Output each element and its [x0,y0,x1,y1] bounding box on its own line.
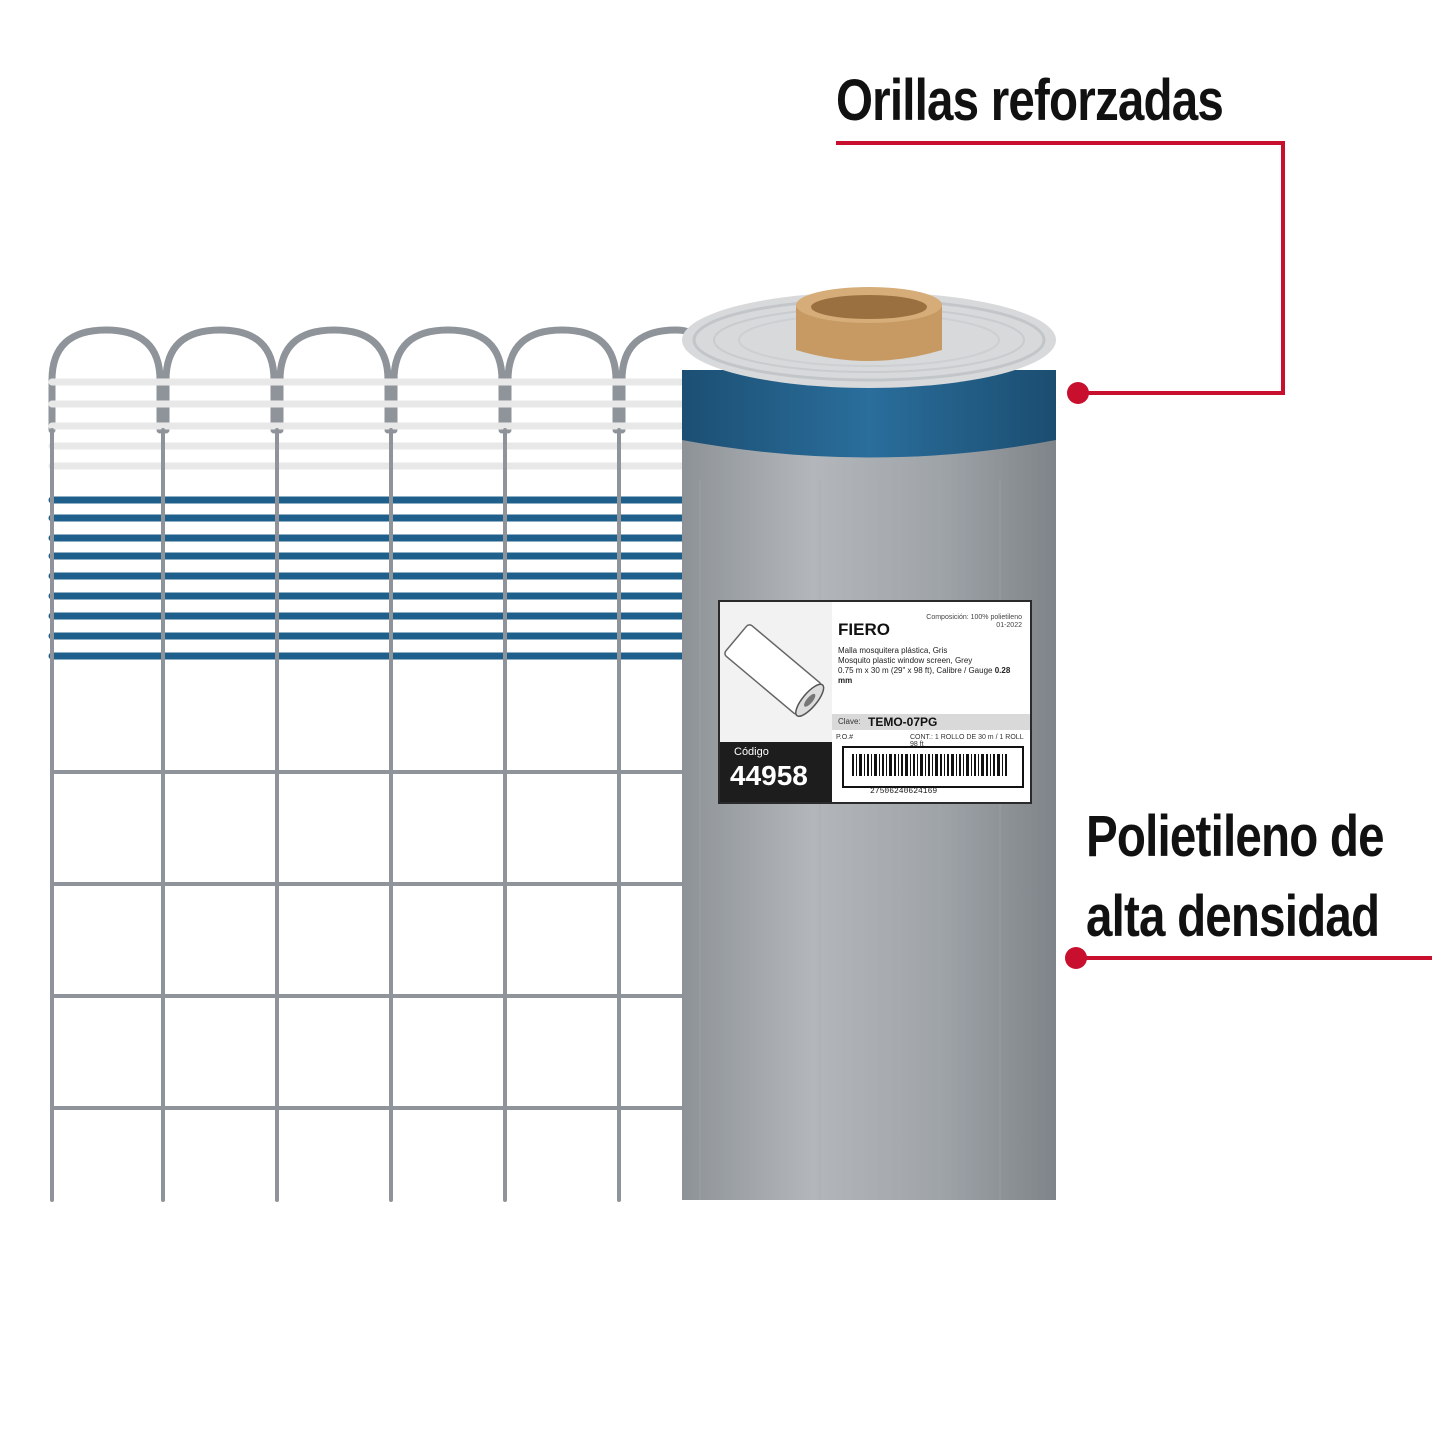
product-code-box: Código 44958 [720,742,832,802]
callout-reinforced-edges-text: Orillas reforzadas [836,68,1224,133]
size-text: 0.75 m x 30 m (29" x 98 ft), Calibre / G… [838,666,993,675]
barcode-number: 27506240624169 [870,787,938,796]
date-text: 01-2022 [996,622,1022,630]
clave-bar: Clave: TEMO-07PG [832,714,1030,730]
composition-text: Composición: 100% polietileno [926,614,1022,621]
callout-material-text-line1: Polietileno de [1086,804,1385,869]
product-description: Malla mosquitera plástica, Gris Mosquito… [838,646,1024,686]
label-image-panel: Código 44958 [720,602,832,802]
callout-dot-icon [1065,947,1087,969]
blue-edge-strands [48,496,704,660]
brand-bar: FIERO Composición: 100% polietileno 01-2… [832,610,1028,640]
callout-reinforced-edges [836,141,1285,404]
brand-logo: FIERO [838,620,890,639]
description-es: Malla mosquitera plástica, Gris [838,646,948,655]
white-strands [48,378,704,470]
gauge-text: 0.28 mm [838,666,1011,685]
product-code: 44958 [730,760,808,791]
product-code-title: Código [734,746,769,758]
clave-value: TEMO-07PG [868,715,938,729]
callout-material [1065,947,1432,969]
clave-label: Clave: [838,717,861,726]
callout-dot-icon [1067,382,1089,404]
po-label: P.O.# [836,734,853,741]
contents-text: CONT.: 1 ROLLO DE 30 m / 1 ROLL 98 ft [910,734,1024,748]
barcode-icon [842,746,1024,788]
mesh-closeup [48,326,704,1202]
composition-info: Composición: 100% polietileno 01-2022 [926,614,1022,631]
square-grid [50,428,702,1202]
roll-icon [724,624,825,718]
description-en: Mosquito plastic window screen, Grey [838,656,973,665]
product-label: Código 44958 FIERO Composición: 100% pol… [718,600,1032,804]
callout-material-text-line2: alta densidad [1086,884,1380,949]
edge-loops [48,326,704,434]
